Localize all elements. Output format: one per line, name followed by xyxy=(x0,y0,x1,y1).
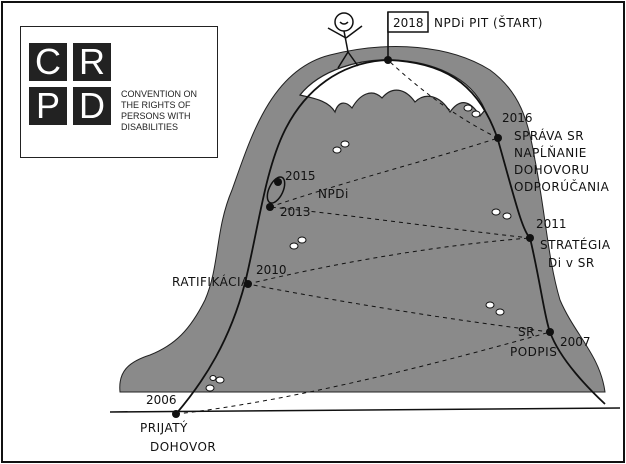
label-di-v-sr: Di v SR xyxy=(548,256,595,270)
logo-tagline: CONVENTION ON THE RIGHTS OF PERSONS WITH… xyxy=(121,89,215,133)
label-sr: SR xyxy=(518,325,535,339)
dot-2006 xyxy=(172,410,180,418)
label-dohovor: DOHOVOR xyxy=(150,440,216,454)
label-2011: 2011 xyxy=(536,217,567,231)
footprint-icon xyxy=(503,213,511,219)
footprint-icon xyxy=(298,237,306,243)
label-strategia: STRATÉGIA xyxy=(540,237,611,252)
label-prijaty: PRIJATÝ xyxy=(140,420,188,435)
climber-head xyxy=(335,13,353,31)
ground-line xyxy=(110,408,620,412)
label-ratifikacia: RATIFIKÁCIA xyxy=(172,274,250,289)
footprint-icon xyxy=(464,105,472,111)
label-dohovoru: DOHOVORU xyxy=(514,163,590,177)
footprint-icon xyxy=(486,302,494,308)
dot-2013 xyxy=(266,203,274,211)
label-2010: 2010 xyxy=(256,263,287,277)
logo-letter-d: D xyxy=(73,87,111,125)
footprint-icon xyxy=(216,377,224,383)
footprint-icon xyxy=(492,209,500,215)
flag-text: NPDi PIT (ŠTART) xyxy=(434,15,543,30)
flag-year: 2018 xyxy=(393,16,424,30)
dot-2007 xyxy=(546,328,554,336)
label-naplnanie: NAPĹŇANIE xyxy=(514,145,587,160)
label-2016: 2016 xyxy=(502,111,533,125)
label-podpis: PODPIS xyxy=(510,345,557,359)
label-2007: 2007 xyxy=(560,335,591,349)
label-2006: 2006 xyxy=(146,393,177,407)
logo-letter-c: C xyxy=(29,43,67,81)
crpd-logo: C R P D CONVENTION ON THE RIGHTS OF PERS… xyxy=(20,26,218,158)
label-npdi: NPDi xyxy=(318,187,349,201)
footprint-icon xyxy=(496,309,504,315)
dot-2011 xyxy=(526,234,534,242)
label-2013: 2013 xyxy=(280,205,311,219)
footprint-icon xyxy=(472,111,480,117)
logo-letter-r: R xyxy=(73,43,111,81)
footprint-icon xyxy=(210,376,216,381)
dot-2016 xyxy=(494,134,502,142)
footprint-icon xyxy=(341,141,349,147)
footprint-icon xyxy=(333,147,341,153)
label-odporucania: ODPORÚČANIA xyxy=(514,179,610,194)
footprint-icon xyxy=(206,385,214,391)
logo-letter-p: P xyxy=(29,87,67,125)
footprint-icon xyxy=(290,243,298,249)
label-sprava: SPRÁVA SR xyxy=(514,128,584,143)
label-2015: 2015 xyxy=(285,169,316,183)
